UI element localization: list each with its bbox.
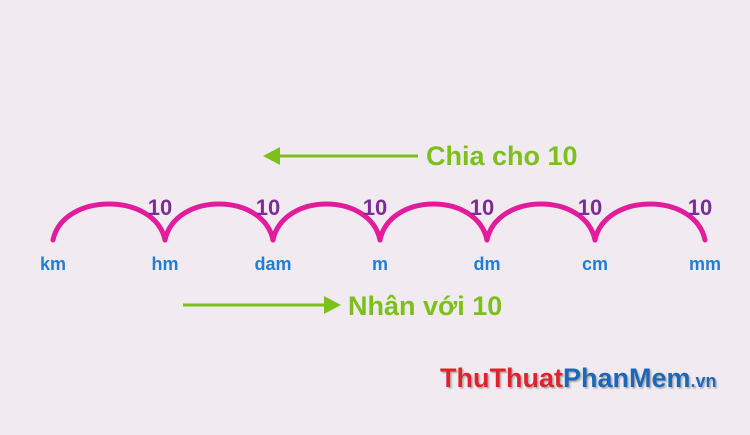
unit-label-km: km	[40, 254, 66, 274]
factor-label: 10	[578, 195, 602, 220]
unit-arc	[592, 201, 708, 243]
factor-labels: 10 10 10 10 10 10	[148, 195, 712, 220]
multiply-arrow	[183, 296, 341, 314]
watermark-part1: ThuThuat	[440, 363, 563, 393]
unit-label-dm: dm	[474, 254, 501, 274]
divide-caption: Chia cho 10	[426, 141, 578, 171]
watermark-logo: ThuThuatPhanMem.vn	[440, 363, 717, 393]
factor-label: 10	[148, 195, 172, 220]
unit-label-cm: cm	[582, 254, 608, 274]
unit-arc	[50, 201, 168, 243]
factor-label: 10	[363, 195, 387, 220]
watermark-part3: .vn	[691, 371, 717, 391]
watermark-part2: PhanMem	[563, 363, 691, 393]
unit-label-hm: hm	[152, 254, 179, 274]
unit-arc	[484, 201, 598, 243]
unit-arcs	[50, 201, 708, 243]
multiply-arrow-head	[324, 296, 341, 314]
unit-label-m: m	[372, 254, 388, 274]
unit-arc	[377, 201, 490, 243]
multiply-caption: Nhân với 10	[348, 291, 502, 321]
factor-label: 10	[688, 195, 712, 220]
divide-arrow-head	[263, 147, 280, 165]
unit-arc	[270, 201, 383, 243]
unit-label-mm: mm	[689, 254, 721, 274]
unit-arc	[162, 201, 276, 243]
unit-labels: km hm dam m dm cm mm	[40, 254, 721, 274]
factor-label: 10	[256, 195, 280, 220]
divide-arrow	[263, 147, 418, 165]
factor-label: 10	[470, 195, 494, 220]
unit-label-dam: dam	[254, 254, 291, 274]
